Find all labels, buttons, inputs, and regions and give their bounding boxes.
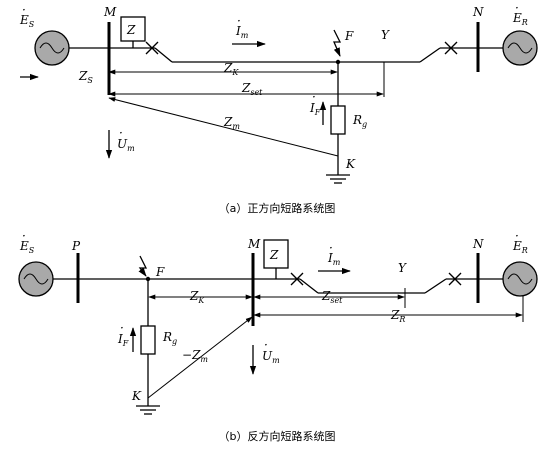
zs-label-a: ZS [78, 69, 93, 85]
zm-label-b: −Zm [182, 348, 208, 364]
source-es-dot-b: · [22, 229, 26, 243]
breaker-m-b [253, 272, 447, 294]
line-y-label-a: Y [381, 28, 390, 42]
bus-m-label-b: M [247, 237, 261, 251]
voltage-um-label-a: Um [117, 137, 135, 153]
rg-label-a: Rg [352, 113, 367, 129]
bus-n-label-a: N [472, 5, 484, 19]
diagram-b-reverse-fault: ES · P F M Z Im · Y N ER · ZK Zset ZR IF… [18, 229, 538, 443]
current-im-label-a: Im [235, 24, 249, 40]
current-if-label-b: IF [117, 332, 129, 348]
fault-lightning-icon-a [333, 29, 342, 57]
current-if-dot-a: · [312, 90, 316, 104]
source-er-label-b: ER [512, 239, 528, 255]
current-if-dot-b: · [120, 321, 124, 335]
current-im-dot-b: · [329, 241, 333, 255]
zr-label-b: ZR [390, 308, 405, 324]
ground-k-label-a: K [345, 157, 356, 171]
fault-f-label-a: F [344, 29, 354, 43]
relay-z-a [120, 16, 146, 48]
relay-z-label-a: Z [126, 23, 136, 37]
line-y-label-b: Y [398, 261, 407, 275]
zk-label-a: ZK [223, 61, 239, 77]
source-er-dot-b: · [515, 229, 519, 243]
voltage-um-label-b: Um [262, 349, 280, 365]
resistor-rg-b [140, 325, 156, 355]
rg-label-b: Rg [162, 330, 177, 346]
source-er-label-a: ER [512, 11, 528, 27]
breaker-n-b [446, 272, 478, 286]
right-source-b [502, 261, 538, 297]
left-source-b [18, 261, 54, 297]
right-source-a [502, 30, 538, 66]
ground-icon-a [326, 174, 350, 184]
fault-f-label-b: F [155, 265, 165, 279]
voltage-um-dot-b: · [264, 338, 268, 352]
left-source-a [34, 30, 109, 66]
relay-z-b [263, 239, 289, 279]
source-er-dot-a: · [515, 1, 519, 15]
bus-p-label-b: P [71, 239, 81, 253]
diagram-a-forward-fault: ES · M Z Im · F Y N ER · ZS ZK Zset IF ·… [19, 1, 538, 215]
source-es-dot-a: · [22, 3, 26, 17]
current-im-dot-a: · [237, 14, 241, 28]
zk-label-b: ZK [189, 289, 205, 305]
source-es-label-a: ES [19, 13, 35, 29]
voltage-um-dot-a: · [119, 126, 123, 140]
ground-icon-b [136, 405, 160, 415]
bus-n-label-b: N [472, 237, 484, 251]
bus-m-label-a: M [103, 5, 117, 19]
zm-line-b [147, 316, 253, 399]
current-if-label-a: IF [309, 101, 321, 117]
ground-k-label-b: K [131, 389, 142, 403]
source-es-label-b: ES [19, 239, 35, 255]
resistor-rg-a [330, 105, 346, 135]
breaker-n-a [440, 41, 478, 55]
zset-label-b: Zset [321, 289, 343, 305]
current-im-label-b: Im [327, 251, 341, 267]
breaker-m-a [109, 41, 338, 63]
caption-a: （a）正方向短路系统图 [219, 201, 336, 215]
fault-lightning-icon-b [138, 255, 148, 277]
relay-z-label-b: Z [269, 248, 279, 262]
zm-line-a [108, 97, 339, 157]
zm-label-a: Zm [223, 115, 240, 131]
caption-b: （b）反方向短路系统图 [219, 429, 336, 443]
zset-label-a: Zset [241, 81, 263, 97]
